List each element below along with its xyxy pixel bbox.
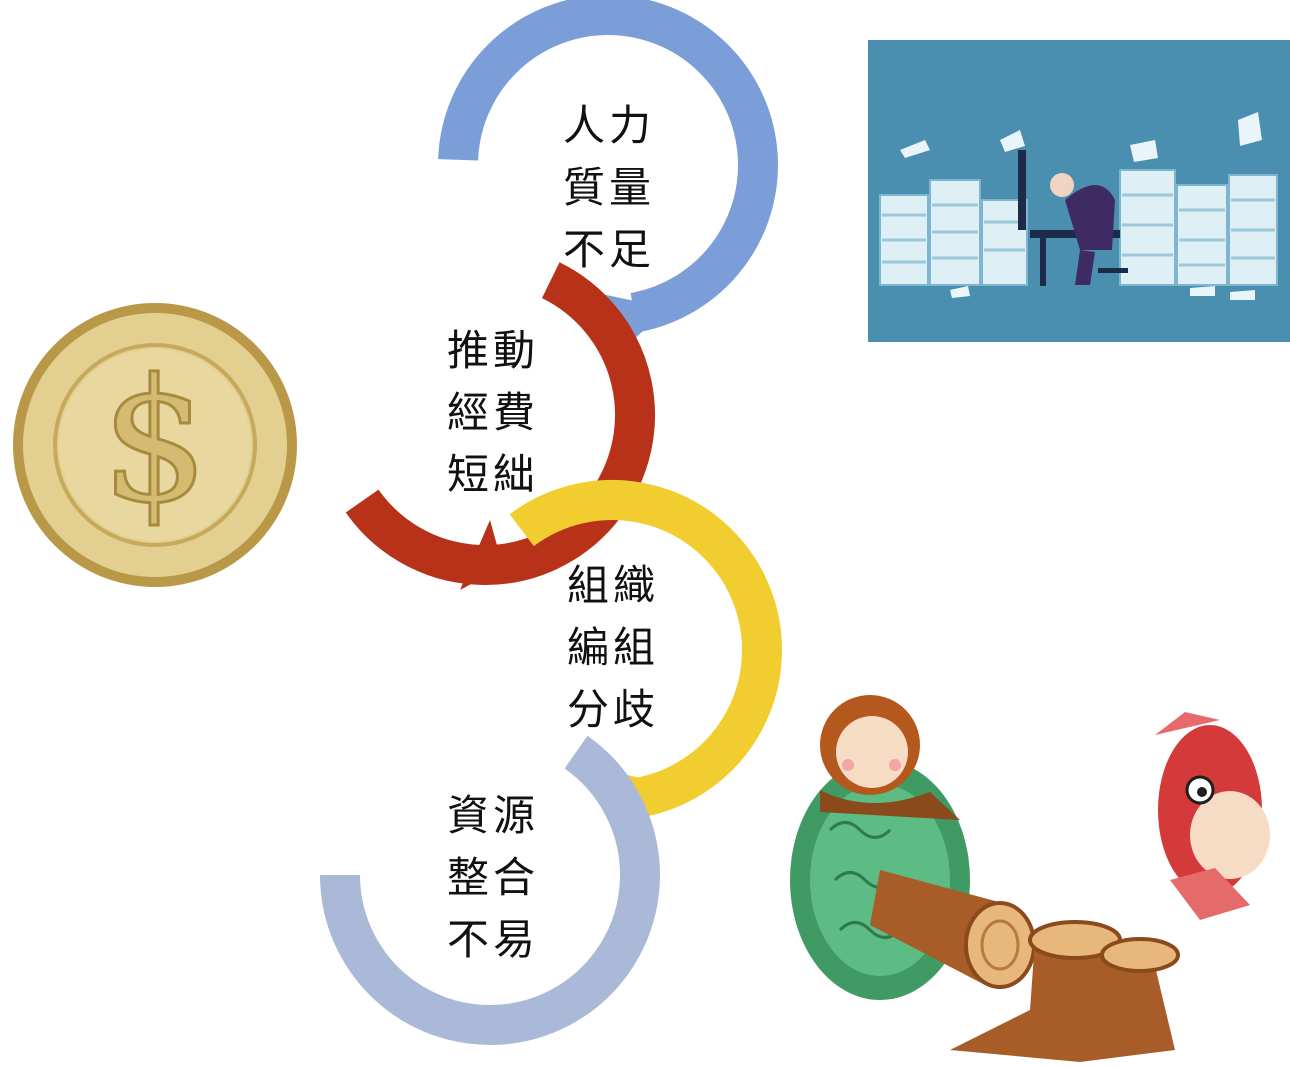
cycle-step-1-ring	[438, 0, 778, 333]
cycle-step-4-ring	[320, 735, 660, 1045]
cycle-step-2-line-3: 短絀	[447, 450, 539, 499]
cycle-step-3-line-3: 分歧	[567, 685, 659, 734]
cycle-arrows	[320, 0, 782, 1045]
cycle-step-4-arrow	[320, 735, 660, 1045]
cycle-step-4-line-3: 不易	[447, 915, 539, 964]
cycle-step-1-line-2: 質量	[563, 163, 655, 212]
cycle-step-4-line-1: 資源	[447, 791, 539, 840]
svg-text:$: $	[101, 343, 209, 541]
cartoon-lion-and-fish-with-tree-stumps-illustration	[790, 695, 1270, 1062]
paperwork-overload-illustration	[868, 40, 1290, 342]
cycle-step-3-line-2: 編組	[567, 623, 659, 672]
cycle-step-2-arrowhead	[460, 520, 503, 590]
cycle-step-3-ring	[509, 480, 782, 818]
dollar-coin-icon: $	[13, 303, 297, 587]
cycle-step-1-line-1: 人力	[563, 101, 655, 150]
cycle-step-2-line-2: 經費	[447, 388, 539, 437]
cycle-step-1-line-3: 不足	[563, 225, 655, 274]
cycle-step-4-line-2: 整合	[447, 853, 539, 902]
cycle-step-3-line-1: 組織	[567, 561, 659, 610]
cycle-step-2-line-1: 推動	[447, 326, 539, 375]
